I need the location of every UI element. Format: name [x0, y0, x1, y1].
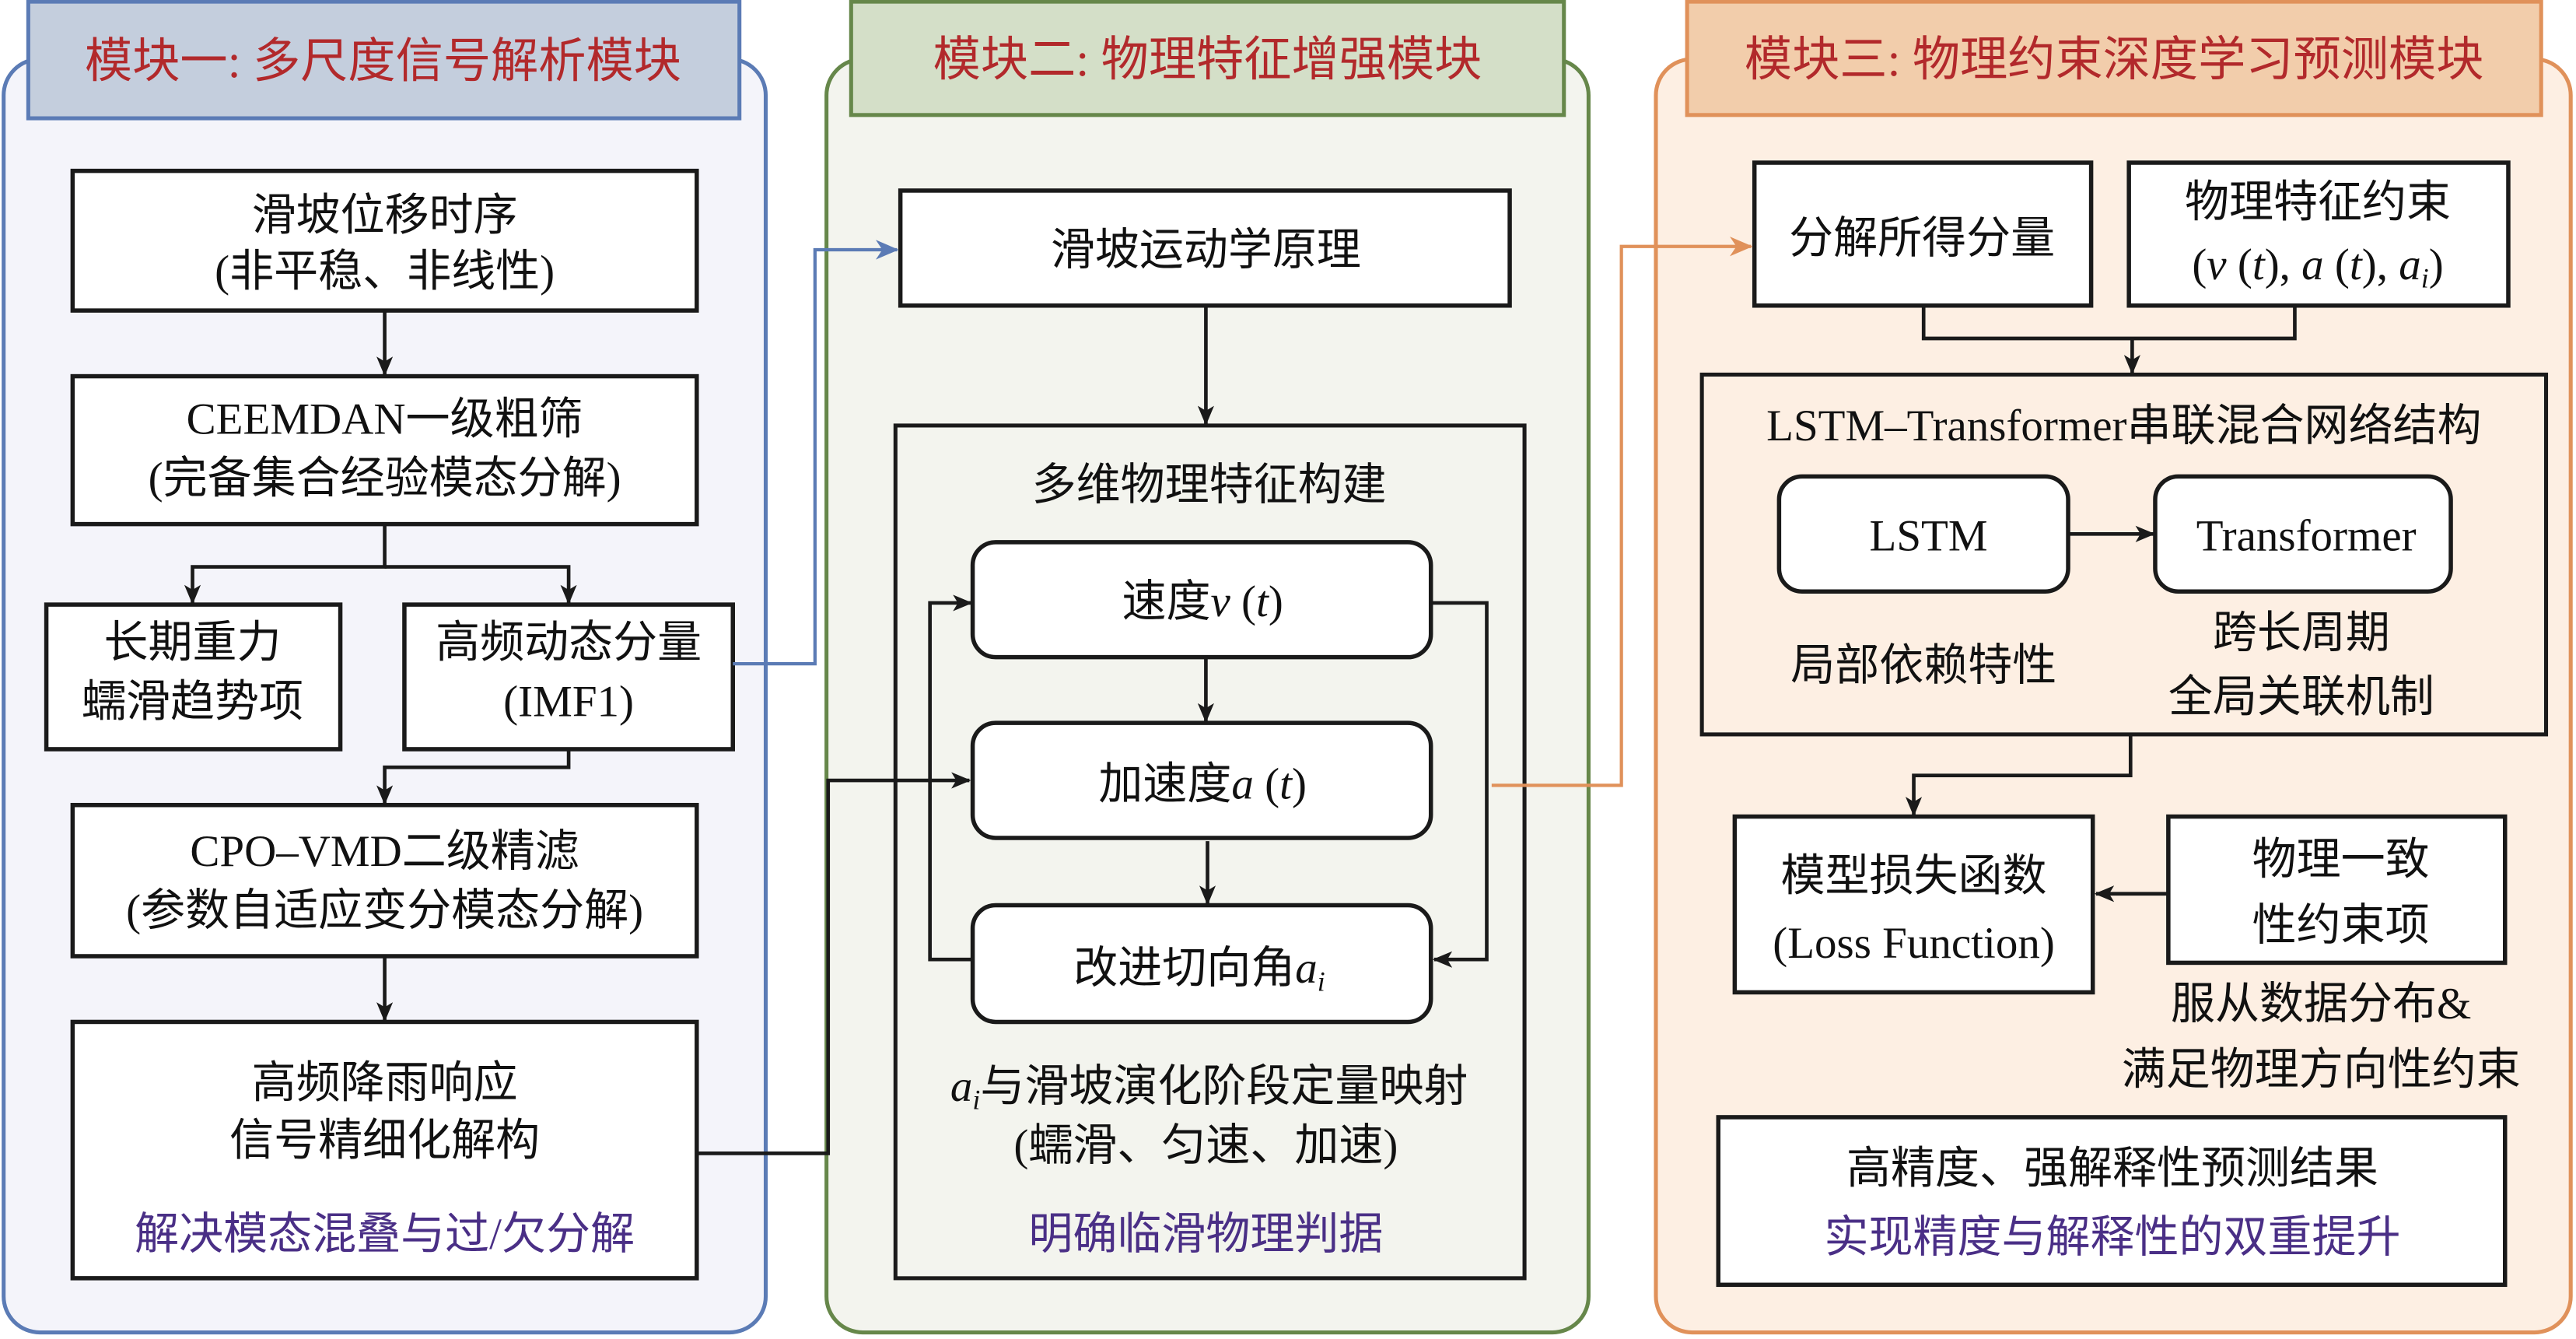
transformer-label: Transformer — [2196, 511, 2417, 560]
box-displacement-series-line1: 滑坡位移时序 — [252, 191, 518, 240]
box-landslide-kinematics-label: 滑坡运动学原理 — [1051, 226, 1361, 275]
box-imf1 — [402, 602, 736, 752]
box-physical-constraints-line2: (v (t), a (t), ai) — [2192, 240, 2443, 294]
box-prediction-result-highlight: 实现精度与解释性的双重提升 — [1825, 1213, 2401, 1262]
box-displacement-series — [70, 168, 699, 313]
box-decomposed-components-label: 分解所得分量 — [1789, 214, 2055, 263]
box-hybrid-network — [1699, 372, 2549, 737]
box-long-term-trend — [44, 602, 343, 752]
module-2-header — [849, 0, 1566, 117]
feature-construction-title: 多维物理特征构建 — [1032, 461, 1387, 510]
box-loss-function-line2: (Loss Function) — [1773, 919, 2055, 968]
arrow-network-to-loss — [1905, 734, 2133, 817]
box-landslide-kinematics — [898, 188, 1512, 308]
module-1-header — [26, 0, 742, 121]
box-signal-refinement-line1: 高频降雨响应 — [252, 1059, 518, 1108]
velocity-label: 速度v (t) — [1122, 577, 1283, 626]
module-3-header — [1685, 0, 2543, 117]
connector-refine-to-acceleration — [696, 772, 971, 1155]
hybrid-network-title: LSTM–Transformer串联混合网络结构 — [1766, 401, 2481, 450]
lstm-caption: 局部依赖特性 — [1790, 641, 2056, 690]
box-signal-refinement — [70, 1019, 699, 1281]
connector-features-to-components — [1491, 237, 1753, 787]
arrow-imf1-to-cpovmd — [376, 748, 571, 805]
mapping-line2: (蠕滑、匀速、加速) — [1013, 1121, 1398, 1170]
box-transformer — [2153, 474, 2453, 594]
loop-velocity-to-angle — [1430, 601, 1489, 968]
box-physical-consistency-line1: 物理一致 — [2252, 835, 2430, 884]
module-3: 模块三: 物理约束深度学习预测模块 分解所得分量 物理特征约束 (v (t), … — [1654, 0, 2573, 1335]
merge-connector — [1921, 305, 2297, 341]
module-2-title: 模块二: 物理特征增强模块 — [933, 33, 1482, 86]
box-ceemdan — [70, 373, 699, 527]
box-displacement-series-line2: (非平稳、非线性) — [215, 247, 555, 296]
module-2: 模块二: 物理特征增强模块 滑坡运动学原理 多维物理特征构建 速度v (t) 加… — [824, 0, 1591, 1335]
tangent-angle-label: 改进切向角ai — [1073, 944, 1325, 997]
box-physical-consistency — [2166, 814, 2508, 966]
box-physical-constraints-line1: 物理特征约束 — [2185, 178, 2451, 227]
constraint-caption-line1: 服从数据分布& — [2171, 980, 2471, 1029]
lstm-label: LSTM — [1870, 511, 1988, 560]
connector-imf1-to-kinematics — [733, 240, 899, 666]
acceleration-label: 加速度a (t) — [1098, 759, 1307, 808]
box-signal-refinement-highlight: 解决模态混叠与过/欠分解 — [135, 1210, 635, 1259]
split-connector — [184, 524, 387, 605]
module-1-title: 模块一: 多尺度信号解析模块 — [85, 35, 681, 88]
split-connector-right — [384, 565, 577, 605]
box-loss-function — [1732, 814, 2095, 995]
box-physical-constraints — [2126, 160, 2511, 308]
feature-construction-highlight: 明确临滑物理判据 — [1028, 1210, 1383, 1259]
box-physical-consistency-line2: 性约束项 — [2252, 901, 2430, 950]
box-feature-construction — [893, 423, 1527, 1281]
transformer-caption-line1: 跨长周期 — [2213, 608, 2390, 657]
box-tangent-angle — [970, 903, 1433, 1025]
box-ceemdan-line1: CEEMDAN一级粗筛 — [187, 394, 583, 443]
box-imf1-line2: (IMF1) — [503, 678, 634, 727]
box-imf1-line1: 高频动态分量 — [436, 619, 702, 668]
module-3-title: 模块三: 物理约束深度学习预测模块 — [1745, 33, 2484, 86]
transformer-caption-line2: 全局关联机制 — [2168, 672, 2434, 721]
constraint-caption-line2: 满足物理方向性约束 — [2122, 1046, 2521, 1095]
box-prediction-result-line1: 高精度、强解释性预测结果 — [1846, 1144, 2378, 1193]
box-prediction-result — [1716, 1115, 2508, 1288]
box-cpo-vmd — [70, 802, 699, 959]
box-ceemdan-line2: (完备集合经验模态分解) — [149, 454, 621, 503]
box-cpo-vmd-line2: (参数自适应变分模态分解) — [126, 886, 643, 935]
mapping-line1: ai与滑坡演化阶段定量映射 — [950, 1062, 1468, 1116]
box-acceleration — [970, 720, 1433, 840]
box-long-term-trend-line2: 蠕滑趋势项 — [82, 678, 303, 727]
box-cpo-vmd-line1: CPO–VMD二级精滤 — [190, 827, 579, 876]
module-1: 模块一: 多尺度信号解析模块 滑坡位移时序 (非平稳、非线性) CEEMDAN一… — [2, 0, 768, 1335]
box-loss-function-line1: 模型损失函数 — [1781, 852, 2047, 901]
box-long-term-trend-line1: 长期重力 — [104, 619, 282, 668]
box-signal-refinement-line2: 信号精细化解构 — [229, 1116, 540, 1165]
box-velocity — [970, 540, 1433, 660]
